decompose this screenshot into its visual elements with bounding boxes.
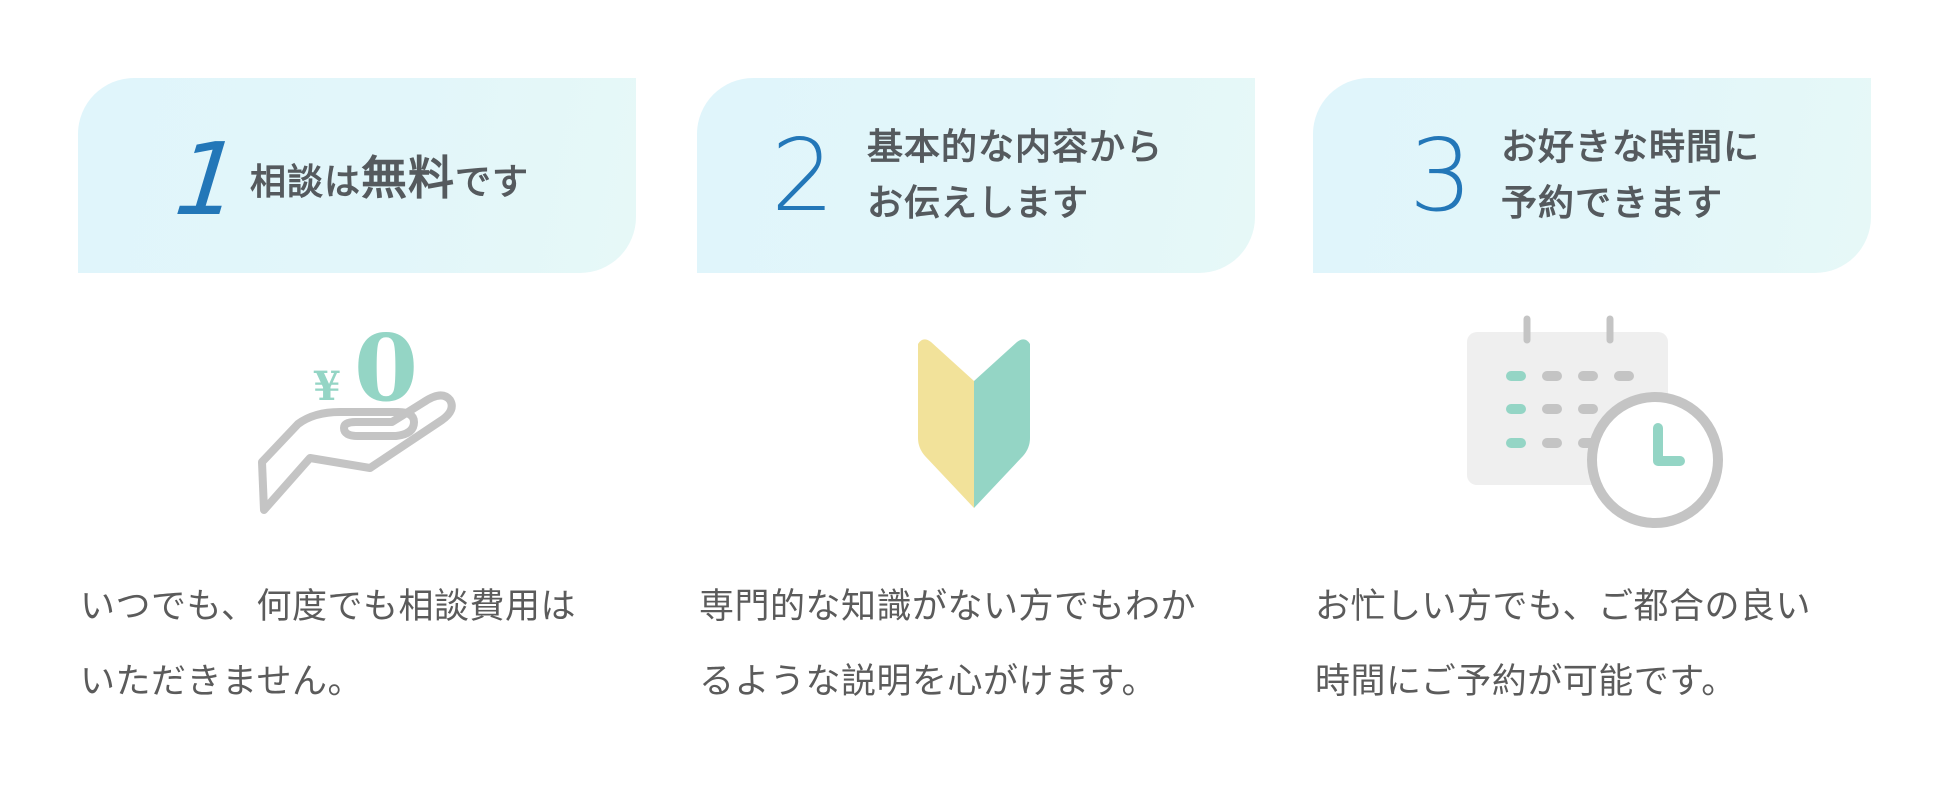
feature-description: いつでも、何度でも相談費用は いただきません。	[80, 587, 576, 702]
feature-description: 専門的な知識がない方でもわか るような説明を心がけます。	[699, 587, 1197, 702]
feature-header-card: 3 お好きな時間に 予約できます	[1313, 78, 1871, 273]
title-emphasis: 無料	[361, 151, 456, 205]
feature-title: 基本的な内容から お伝えします	[867, 127, 1164, 224]
title-text: 相談は	[250, 162, 362, 203]
feature-flexible-booking: 3 お好きな時間に 予約できます	[1313, 78, 1871, 702]
zero-amount: 0	[354, 314, 418, 422]
feature-number: 1	[169, 121, 246, 238]
feature-header-card: 1 相談は無料です	[78, 78, 636, 273]
title-text: です	[455, 162, 530, 203]
feature-header-card: 2 基本的な内容から お伝えします	[697, 78, 1255, 273]
feature-number: 2	[771, 117, 835, 234]
calendar-clock-icon	[1313, 302, 1871, 542]
yen-sign-icon: ¥	[313, 363, 341, 410]
feature-free-consultation: 1 相談は無料です ¥ 0 いつでも、何度でも相談費用は いただきません。	[78, 78, 636, 702]
feature-title: お好きな時間に 予約できます	[1501, 127, 1761, 224]
feature-title: 相談は無料です	[250, 138, 529, 223]
feature-basic-explanation: 2 基本的な内容から お伝えします 専門的な知識がない方でもわか るような説明を…	[697, 78, 1255, 702]
feature-number: 3	[1409, 117, 1473, 234]
feature-description: お忙しい方でも、ご都合の良い 時間にご予約が可能です。	[1315, 587, 1811, 702]
hand-yen-zero-icon: ¥ 0	[78, 302, 636, 542]
beginner-mark-icon	[697, 302, 1255, 542]
